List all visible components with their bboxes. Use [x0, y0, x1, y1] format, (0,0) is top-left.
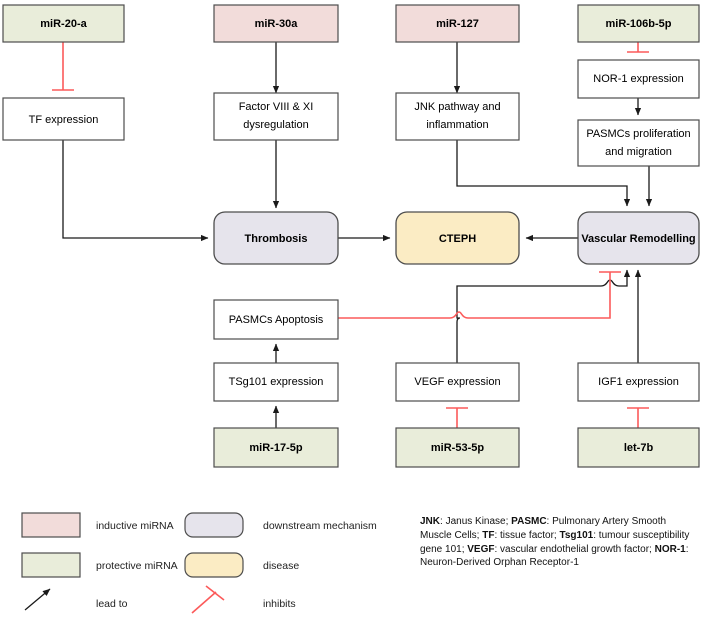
- legend-label-downstream: downstream mechanism: [263, 520, 377, 532]
- node-label-mir-106b-5p: miR-106b-5p: [605, 18, 671, 30]
- node-cteph[interactable]: CTEPH: [395, 211, 520, 265]
- abbreviation-definition: : Neuron-Derived Orphan Receptor-1: [420, 543, 689, 569]
- node-jnk-pathway-inflammation[interactable]: JNK pathway and inflammation: [395, 92, 520, 141]
- abbreviation-term: VEGF: [467, 543, 495, 555]
- node-mir-106b-5p[interactable]: miR-106b-5p: [577, 4, 700, 43]
- inhibit-apoptosis-remodelling: [338, 272, 611, 319]
- node-thrombosis[interactable]: Thrombosis: [213, 211, 339, 265]
- node-mir-53-5p[interactable]: miR-53-5p: [395, 427, 520, 468]
- node-label-jnk-line1: JNK pathway and: [414, 101, 500, 113]
- legend-label-inductive: inductive miRNA: [96, 520, 174, 532]
- node-mir-17-5p[interactable]: miR-17-5p: [213, 427, 339, 468]
- lead-to-connectors: [62, 42, 653, 428]
- node-label-jnk-line2: inflammation: [426, 119, 488, 131]
- node-label-mir-20-a: miR-20-a: [40, 18, 87, 30]
- abbreviation-term: JNK: [420, 516, 441, 527]
- legend-item-downstream: downstream mechanism: [184, 512, 377, 538]
- edge-tf-to-thrombosis: [62, 140, 209, 242]
- lead-to-arrow-icon: [24, 588, 51, 611]
- node-label-thrombosis: Thrombosis: [245, 233, 308, 245]
- node-label-let-7b: let-7b: [624, 442, 654, 454]
- abbreviation-definition: : Janus Kinase;: [440, 516, 512, 527]
- legend-label-protective: protective miRNA: [96, 560, 178, 572]
- node-mir-30a[interactable]: miR-30a: [213, 4, 339, 43]
- node-label-mir-30a: miR-30a: [255, 18, 299, 30]
- node-label-pasmcs-apoptosis: PASMCs Apoptosis: [229, 314, 324, 326]
- node-label-nor1-expression: NOR-1 expression: [593, 73, 683, 85]
- inhibit-connectors: [52, 42, 649, 428]
- abbreviation-definition: : vascular endothelial growth factor;: [494, 543, 655, 555]
- node-label-mir-127: miR-127: [436, 18, 479, 30]
- legend-item-inhibits: inhibits: [191, 585, 296, 614]
- node-pasmcs-apoptosis[interactable]: PASMCs Apoptosis: [213, 299, 339, 340]
- node-tsg101-expression[interactable]: TSg101 expression: [213, 362, 339, 402]
- node-label-cteph: CTEPH: [439, 233, 476, 245]
- node-pasmcs-proliferation-migration[interactable]: PASMCs proliferation and migration: [577, 119, 700, 167]
- edge-vegf-to-remodelling: [456, 269, 631, 363]
- node-label-igf1-expression: IGF1 expression: [598, 376, 679, 388]
- legend-item-disease: disease: [184, 552, 299, 578]
- node-mir-127[interactable]: miR-127: [395, 4, 520, 43]
- node-nor1-expression[interactable]: NOR-1 expression: [577, 59, 700, 99]
- node-let-7b[interactable]: let-7b: [577, 427, 700, 468]
- node-label-mir-53-5p: miR-53-5p: [431, 442, 484, 454]
- abbreviation-term: Tsg101: [559, 529, 594, 541]
- legend-label-disease: disease: [263, 560, 299, 572]
- node-label-tf-expression: TF expression: [29, 114, 99, 126]
- inhibits-line-icon: [191, 591, 217, 614]
- node-tf-expression[interactable]: TF expression: [2, 97, 125, 141]
- abbreviation-term: NOR-1: [654, 543, 686, 555]
- node-vegf-expression[interactable]: VEGF expression: [395, 362, 520, 402]
- node-label-pasmc-prolif-line2: and migration: [605, 146, 672, 158]
- legend-item-inductive: inductive miRNA: [21, 512, 174, 538]
- node-label-factor-line1: Factor VIII & XI: [239, 101, 314, 113]
- legend-item-lead-to: lead to: [24, 588, 128, 611]
- node-label-pasmc-prolif-line1: PASMCs proliferation: [586, 128, 690, 140]
- node-label-vascular-remodelling: Vascular Remodelling: [581, 233, 695, 245]
- abbreviation-definition: : Pulmonary Artery Smooth Muscle Cells;: [420, 516, 667, 541]
- abbreviation-definition: : tumour susceptibility gene 101;: [420, 529, 690, 555]
- node-label-mir-17-5p: miR-17-5p: [249, 442, 302, 454]
- legend-item-protective: protective miRNA: [21, 552, 178, 578]
- legend-label-inhibits: inhibits: [263, 598, 296, 610]
- node-label-tsg101-expression: TSg101 expression: [229, 376, 324, 388]
- abbreviation-term: TF: [482, 529, 495, 541]
- inhibits-bar-icon: [205, 585, 225, 601]
- edge-jnk-to-remodelling: [456, 140, 631, 207]
- abbreviations-block: JNK: Janus Kinase; PASMC: Pulmonary Arte…: [420, 515, 692, 570]
- legend: inductive miRNA protective miRNA lead to…: [21, 512, 377, 614]
- node-vascular-remodelling[interactable]: Vascular Remodelling: [577, 211, 700, 265]
- node-mir-20-a[interactable]: miR-20-a: [2, 4, 125, 43]
- node-igf1-expression[interactable]: IGF1 expression: [577, 362, 700, 402]
- node-label-vegf-expression: VEGF expression: [414, 376, 500, 388]
- abbreviation-definition: : tissue factor;: [494, 529, 560, 541]
- legend-label-lead-to: lead to: [96, 598, 128, 610]
- abbreviation-term: PASMC: [511, 516, 547, 527]
- node-label-factor-line2: dysregulation: [243, 119, 308, 131]
- node-factor-viii-xi-dysregulation[interactable]: Factor VIII & XI dysregulation: [213, 92, 339, 141]
